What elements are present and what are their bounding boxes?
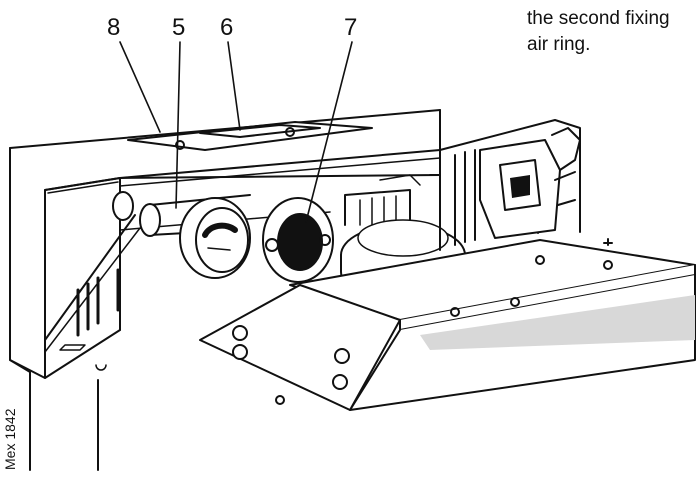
leader-lines (119, 41, 353, 223)
callout-8: 8 (107, 14, 121, 41)
control-box (479, 127, 581, 239)
callout-5: 5 (172, 14, 186, 41)
callout-7: 7 (344, 14, 358, 41)
air-tube (139, 194, 251, 279)
hinged-flap (199, 284, 401, 411)
figure-reference: Mex 1842 (2, 408, 18, 470)
caption-line-2: air ring. (527, 34, 591, 55)
base-plate (289, 226, 696, 411)
air-ring (262, 197, 334, 283)
callout-6: 6 (220, 14, 234, 41)
caption-line-1: the second fixing (527, 8, 670, 29)
